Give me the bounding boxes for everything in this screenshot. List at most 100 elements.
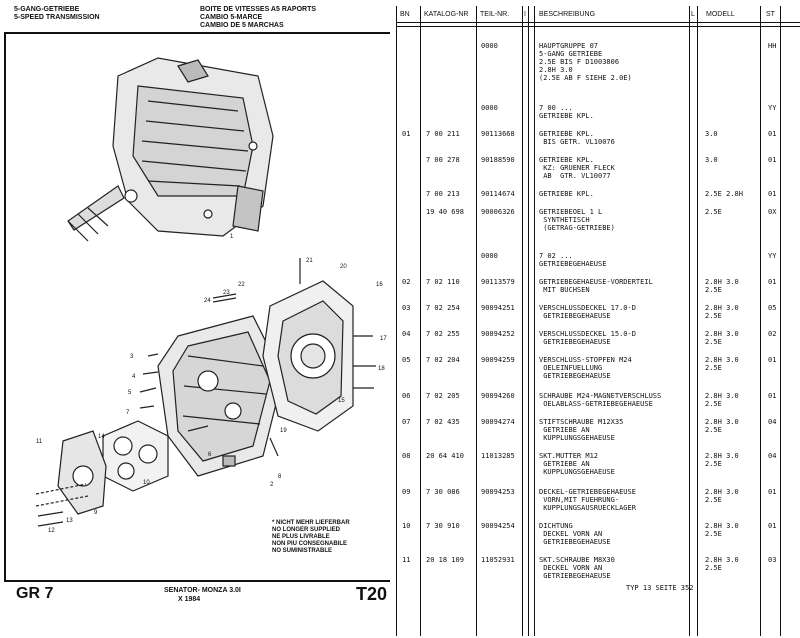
header-fr-line: BOITE DE VITESSES A5 RAPORTS (200, 6, 317, 13)
row-bn: 11 (402, 556, 411, 564)
row-st: 05 (768, 304, 777, 312)
row-mod: 2.8H 3.0 2.5E (705, 418, 739, 434)
row-mod: 2.8H 3.0 2.5E (705, 278, 739, 294)
col-header-katalog: KATALOG-NR (424, 11, 469, 18)
row-teil: 90114674 (481, 190, 515, 198)
legend-line: NO LONGER SUPPLIED (272, 527, 341, 533)
row-kat: 7 00 211 (426, 130, 460, 138)
row-st: YY (768, 252, 777, 260)
callout-label: 6 (208, 452, 212, 458)
row-desc: VERSCHLUSSDECKEL 15.0-D GETRIEBEGEHAEUSE (539, 330, 636, 346)
callout-label: 20 (340, 264, 347, 270)
row-kat: 7 02 204 (426, 356, 460, 364)
row-bn: 06 (402, 392, 411, 400)
row-teil: 90113668 (481, 130, 515, 138)
col-divider (689, 6, 690, 636)
row-desc: SKT.SCHRAUBE M8X30 DECKEL VORN AN GETRIE… (539, 556, 615, 580)
callout-label: 10 (143, 480, 150, 486)
row-st: 01 (768, 356, 777, 364)
callout-label: 18 (378, 366, 385, 372)
row-mod: 2.8H 3.0 2.5E (705, 356, 739, 372)
callout-label: 3 (130, 354, 134, 360)
row-kat: 7 30 910 (426, 522, 460, 530)
row-desc: GETRIEBE KPL. (539, 190, 594, 198)
col-divider (396, 6, 397, 636)
row-kat: 7 30 086 (426, 488, 460, 496)
callout-label: 8 (278, 474, 282, 480)
row-kat: 7 02 205 (426, 392, 460, 400)
row-teil: 90094252 (481, 330, 515, 338)
row-teil: 90094260 (481, 392, 515, 400)
row-st: 01 (768, 190, 777, 198)
col-divider (534, 6, 535, 636)
row-st: 02 (768, 330, 777, 338)
row-kat: 7 00 213 (426, 190, 460, 198)
row-kat: 20 18 109 (426, 556, 464, 564)
callout-label: 7 (126, 410, 130, 416)
row-mod: 3.0 (705, 130, 718, 138)
callout-label: 5 (128, 390, 132, 396)
callout-label: 22 (238, 282, 245, 288)
page-code: T20 (356, 584, 388, 604)
row-mod: 2.5E (705, 208, 722, 216)
callout-label: 23 (223, 290, 230, 296)
row-st: 03 (768, 556, 777, 564)
col-header-st: ST (766, 11, 775, 18)
callout-label: 9 (94, 510, 98, 516)
row-teil: 90113579 (481, 278, 515, 286)
callout-label: 24 (204, 298, 211, 304)
row-st: 0X (768, 208, 777, 216)
callout-label: 13 (66, 518, 73, 524)
row-bn: 07 (402, 418, 411, 426)
col-header-i: I (524, 11, 526, 18)
col-header-beschreibung: BESCHREIBUNG (539, 11, 596, 18)
row-teil: 11013285 (481, 452, 515, 460)
row-mod: 2.8H 3.0 2.5E (705, 488, 739, 504)
callout-label: 14 (98, 434, 105, 440)
callout-label: 19 (280, 428, 287, 434)
row-mod: 2.8H 3.0 2.5E (705, 556, 739, 572)
row-mod: 2.8H 3.0 2.5E (705, 330, 739, 346)
callout-label: 1 (230, 234, 234, 240)
row-mod: 2.5E 2.8H (705, 190, 743, 198)
callout-label: 17 (380, 336, 387, 342)
row-bn: 09 (402, 488, 411, 496)
row-kat: 19 40 698 (426, 208, 464, 216)
header-fr-line: CAMBIO 5-MARCE (200, 14, 263, 21)
callout-label: 12 (48, 528, 55, 534)
row-desc: SKT.MUTTER M12 GETRIEBE AN KUPPLUNGSGEHA… (539, 452, 615, 476)
row-teil: 0000 (481, 42, 498, 50)
row-desc: GETRIEBE KPL. KZ: GRUENER FLECK AB GTR. … (539, 156, 615, 180)
col-header-teil: TEIL-NR. (480, 11, 510, 18)
parts-table: BN KATALOG-NR TEIL-NR. I BESCHREIBUNG L … (396, 0, 800, 638)
row-bn: 10 (402, 522, 411, 530)
row-mod: 3.0 (705, 156, 718, 164)
header-french: BOITE DE VITESSES A5 RAPORTS CAMBIO 5-MA… (200, 6, 316, 30)
row-st: 01 (768, 156, 777, 164)
row-teil: 0000 (481, 104, 498, 112)
callout-label: 21 (306, 258, 313, 264)
row-teil: 11052931 (481, 556, 515, 564)
model-info: SENATOR- MONZA 3.0I X 1984 (164, 586, 241, 604)
col-divider (522, 6, 523, 636)
row-st: 01 (768, 522, 777, 530)
row-mod: 2.8H 3.0 2.5E (705, 392, 739, 408)
callout-label: 15 (338, 398, 345, 404)
row-bn: 01 (402, 130, 411, 138)
row-kat: 20 64 410 (426, 452, 464, 460)
row-bn: 08 (402, 452, 411, 460)
col-divider (420, 6, 421, 636)
row-bn: 02 (402, 278, 411, 286)
row-bn: 03 (402, 304, 411, 312)
row-desc: GETRIEBE KPL. BIS GETR. VL10076 (539, 130, 615, 146)
model-date: X 1984 (178, 596, 201, 603)
callout-label: 16 (376, 282, 383, 288)
row-teil: 90094274 (481, 418, 515, 426)
col-header-modell: MODELL (706, 11, 735, 18)
row-st: 01 (768, 488, 777, 496)
col-divider (780, 6, 781, 636)
legend-line: NE PLUS LIVRABLE (272, 534, 330, 540)
row-st: 04 (768, 452, 777, 460)
supply-legend: * NICHT MEHR LIEFERBAR NO LONGER SUPPLIE… (272, 520, 350, 555)
